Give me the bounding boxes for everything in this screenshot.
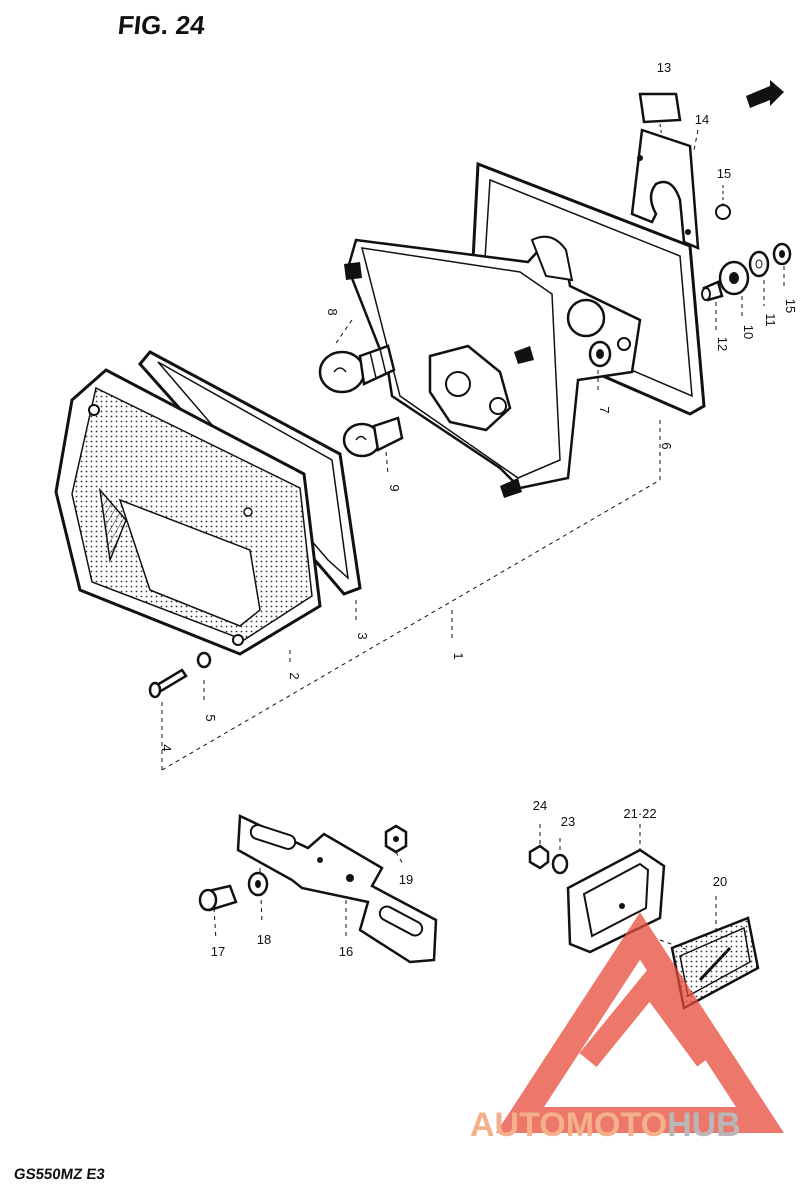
part-17-bolt bbox=[198, 884, 238, 912]
part-4-screw bbox=[148, 668, 188, 699]
part-2-lens bbox=[54, 368, 322, 656]
callout-2: 2 bbox=[287, 672, 302, 679]
callout-3: 3 bbox=[355, 632, 370, 639]
watermark-logo-icon bbox=[496, 912, 784, 1133]
part-14-bracket bbox=[630, 128, 700, 250]
callout-21-22: 21·22 bbox=[623, 806, 656, 821]
part-7-grommet bbox=[588, 340, 612, 368]
part-12-collar bbox=[701, 280, 724, 302]
forward-arrow-icon bbox=[746, 80, 784, 108]
watermark-part-a: AUTOMOTO bbox=[470, 1106, 668, 1144]
callout-9: 9 bbox=[387, 484, 402, 491]
callout-17: 17 bbox=[211, 944, 225, 959]
callout-5: 5 bbox=[203, 714, 218, 721]
part-5-washer bbox=[196, 651, 212, 669]
part-15-nut-lower bbox=[772, 242, 792, 266]
callout-7: 7 bbox=[597, 406, 612, 413]
part-19-nut bbox=[384, 824, 408, 854]
callout-4: 4 bbox=[159, 744, 174, 751]
callout-14: 14 bbox=[695, 112, 709, 127]
callout-8: 8 bbox=[325, 308, 340, 315]
watermark-part-b: HUB bbox=[667, 1106, 741, 1144]
model-code: GS550MZ E3 bbox=[13, 1166, 106, 1183]
callout-15-lower: 15 bbox=[783, 299, 798, 313]
part-11-washer bbox=[748, 250, 770, 278]
callout-10: 10 bbox=[741, 325, 756, 339]
callout-6: 6 bbox=[659, 442, 674, 449]
callout-23: 23 bbox=[561, 814, 575, 829]
callout-15-upper: 15 bbox=[717, 166, 731, 181]
part-10-grommet bbox=[718, 260, 750, 296]
part-9-bulb bbox=[342, 416, 404, 458]
watermark-text: AUTOMOTOHUB bbox=[470, 1106, 741, 1145]
part-24-nut bbox=[528, 844, 550, 870]
callout-11: 11 bbox=[763, 313, 778, 327]
callout-16: 16 bbox=[339, 944, 353, 959]
callout-1: 1 bbox=[451, 652, 466, 659]
part-16-bracket bbox=[236, 814, 438, 964]
callout-18: 18 bbox=[257, 932, 271, 947]
part-15-nut-upper bbox=[715, 185, 731, 220]
part-18-washer bbox=[247, 871, 269, 897]
callout-24: 24 bbox=[533, 798, 547, 813]
callout-13: 13 bbox=[657, 60, 671, 75]
part-1-housing bbox=[344, 235, 642, 498]
callout-19: 19 bbox=[399, 872, 413, 887]
part-8-bulb bbox=[318, 344, 396, 394]
callout-labels: 13 14 15 15 11 10 12 8 7 6 9 3 2 1 5 4 2… bbox=[159, 60, 798, 959]
callout-20: 20 bbox=[713, 874, 727, 889]
leader-lines bbox=[161, 129, 785, 951]
part-23-washer bbox=[551, 853, 569, 875]
callout-12: 12 bbox=[715, 337, 730, 351]
